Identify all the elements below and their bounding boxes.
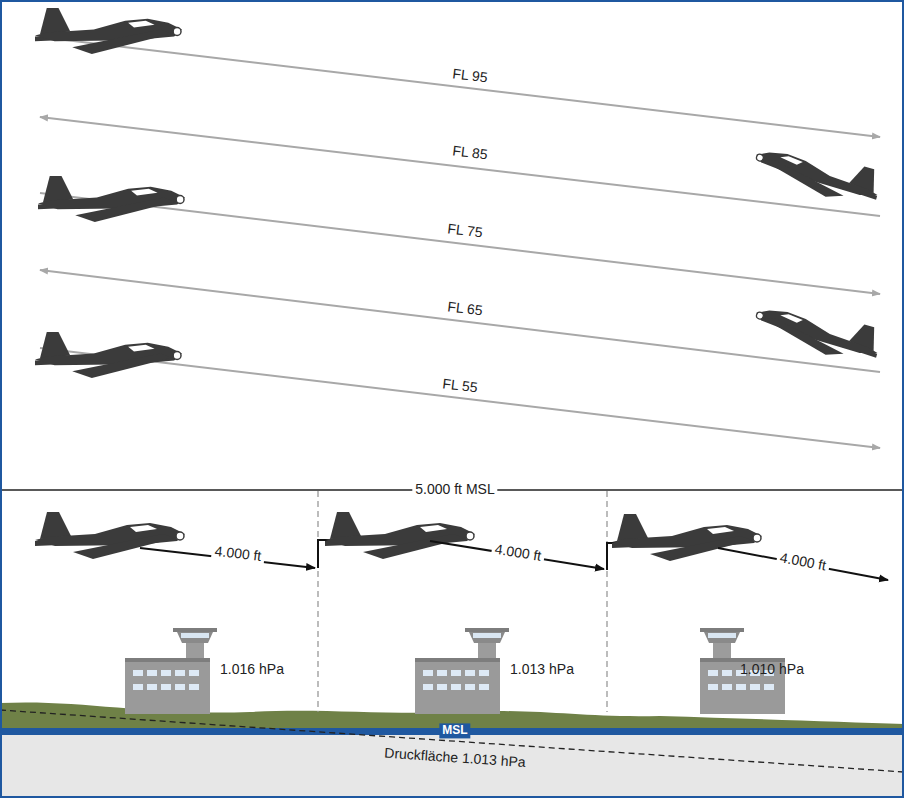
altitude-label: 4.000 ft	[211, 542, 265, 565]
qnh-label: 1.013 hPa	[507, 661, 577, 678]
transition-altitude-label: 5.000 ft MSL	[412, 481, 497, 498]
flight-level-label: FL 55	[438, 375, 481, 397]
altitude-label: 4.000 ft	[491, 540, 546, 565]
flight-level-label: FL 75	[443, 220, 486, 242]
flight-level-label: FL 95	[448, 65, 491, 87]
msl-label: MSL	[439, 723, 470, 738]
flight-level-label: FL 65	[443, 298, 486, 320]
flight-level-label: FL 85	[448, 142, 491, 164]
qnh-label: 1.010 hPa	[737, 661, 807, 678]
qnh-label: 1.016 hPa	[217, 661, 287, 678]
airport-tower	[415, 628, 509, 714]
airport-tower	[125, 628, 217, 714]
altitude-label: 4.000 ft	[776, 549, 831, 576]
